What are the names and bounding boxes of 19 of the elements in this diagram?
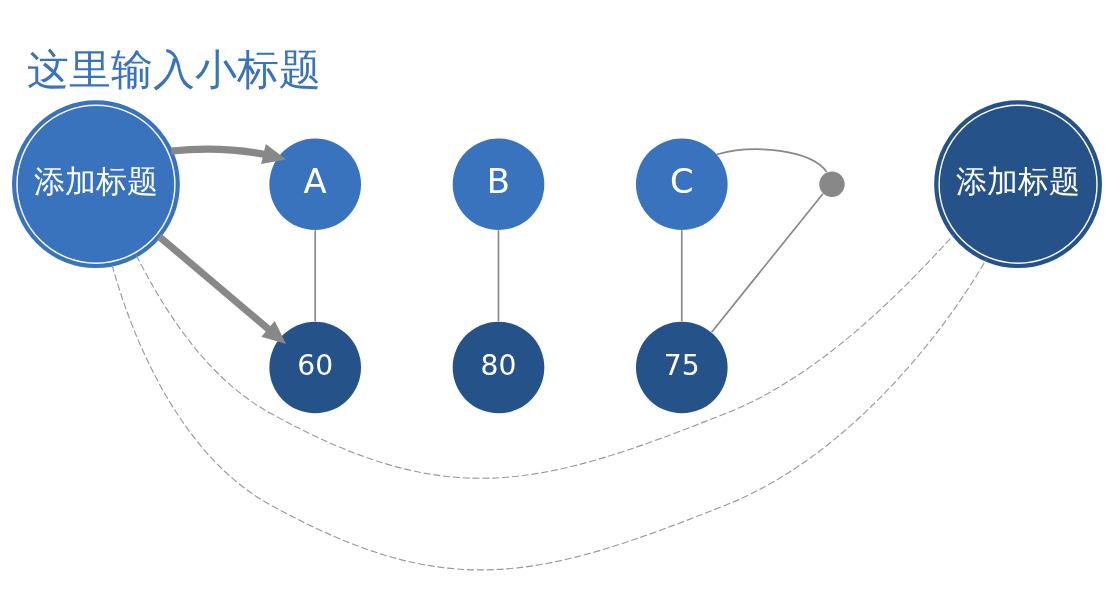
node-circle: [819, 171, 845, 197]
connector: [135, 234, 954, 479]
arrow: [157, 234, 287, 345]
diagram-title: 这里输入小标题: [27, 45, 322, 95]
connector: [111, 259, 987, 571]
connector: [715, 148, 828, 173]
node-circle: 添加标题: [12, 100, 180, 269]
node-circle: 60: [269, 321, 361, 414]
node-circle: 80: [452, 321, 545, 414]
connector: [710, 192, 824, 333]
arrow: [170, 144, 287, 165]
node-circle: B: [452, 138, 545, 231]
node-circle: 75: [635, 321, 728, 414]
connector: [314, 229, 317, 323]
connector: [497, 229, 500, 323]
node-circle: 添加标题: [934, 100, 1102, 269]
node-circle: C: [635, 138, 728, 231]
node-circle: A: [269, 138, 361, 231]
connector: [680, 229, 683, 323]
